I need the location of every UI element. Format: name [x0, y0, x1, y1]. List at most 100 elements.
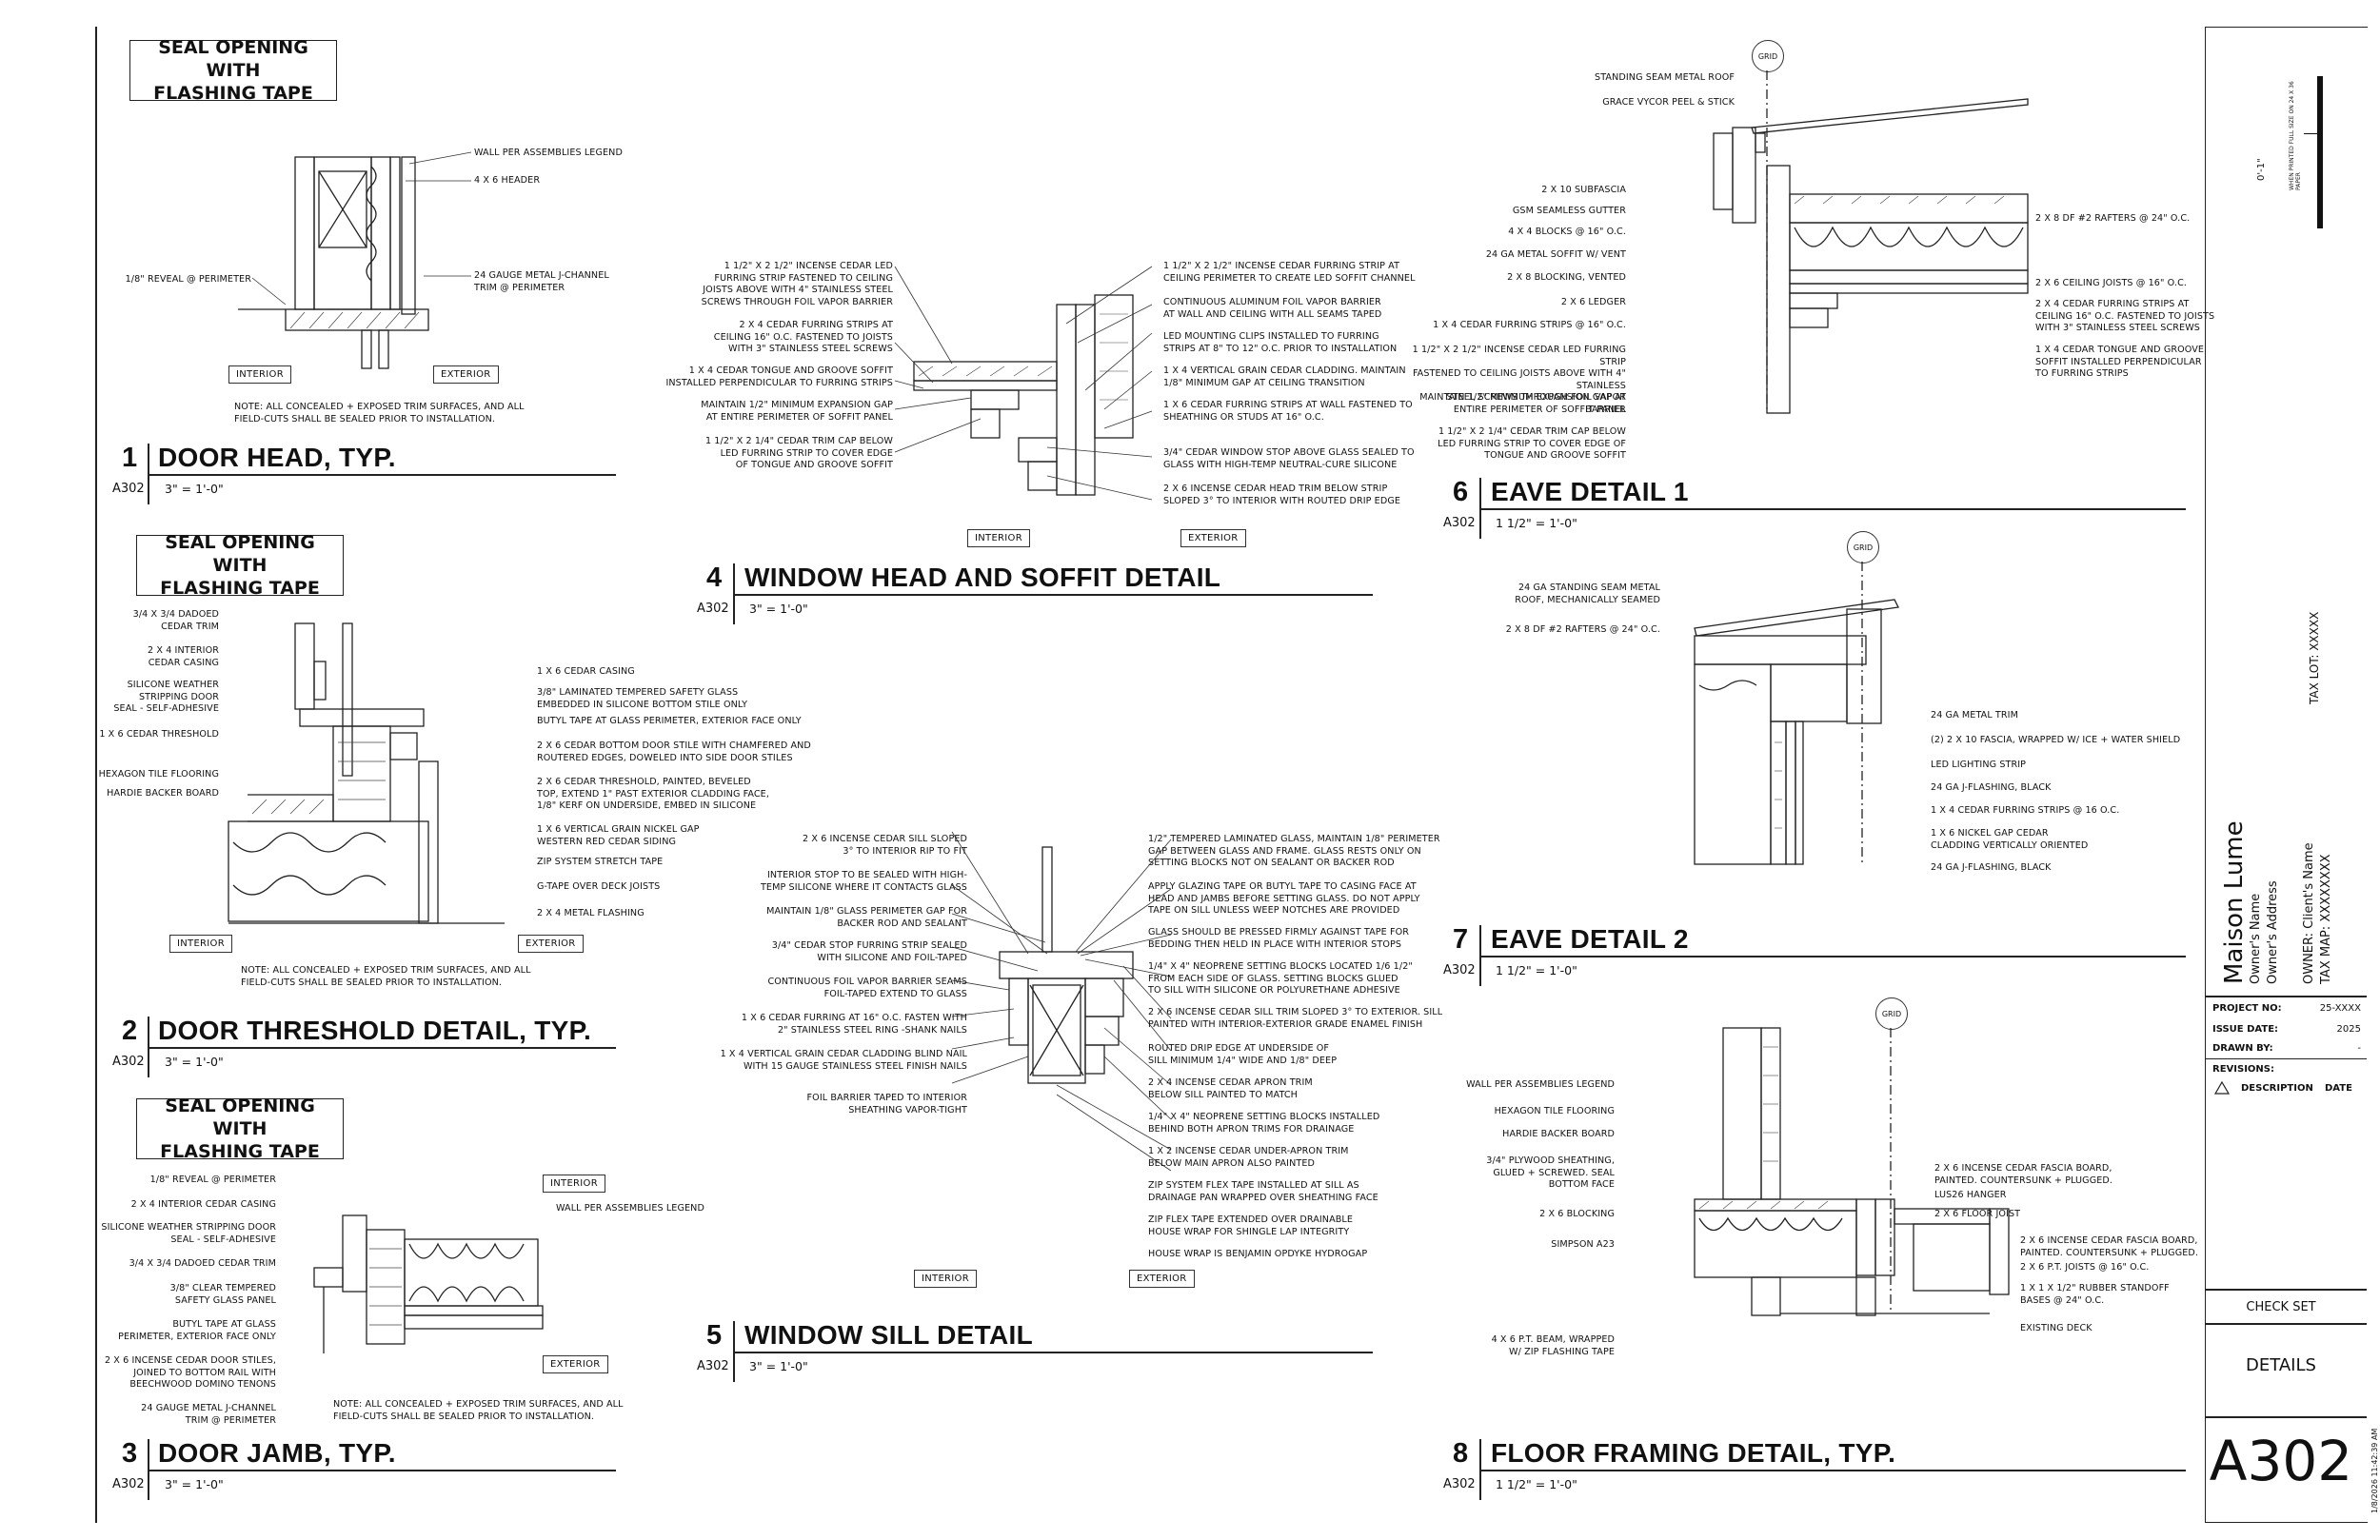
d5-title: WINDOW SILL DETAIL: [744, 1320, 1033, 1350]
scale-note: 0'-1": [2256, 158, 2267, 181]
d1-interior-tag: INTERIOR: [228, 365, 291, 384]
d6-note-l8: 1 x 4 CEDAR FURRING STRIPS @ 16" O.C.: [1433, 320, 1626, 330]
d5-note-l5: 1 x 6 CEDAR FURRING AT 16" O.C. FASTEN W…: [741, 1013, 967, 1036]
d2-scale: 3" = 1'-0": [165, 1055, 224, 1069]
d6-note-l0: STANDING SEAM METAL ROOF: [1595, 72, 1735, 83]
d8-note-r0: 2 x 6 INCENSE CEDAR FASCIA BOARD, PAINTE…: [1934, 1163, 2113, 1186]
d5-note-l3: 3/4" CEDAR STOP FURRING STRIP SEALED WIT…: [771, 940, 967, 963]
d2-exterior-tag: EXTERIOR: [518, 935, 584, 953]
d4-note-l4: 1 1/2" x 2 1/4" CEDAR TRIM CAP BELOW LED…: [704, 436, 893, 470]
seal-opening-callout-3: SEAL OPENING WITH FLASHING TAPE: [136, 1096, 344, 1162]
d6-number: 6: [1453, 477, 1469, 507]
d4-note-r6: 2 x 6 INCENSE CEDAR HEAD TRIM BELOW STRI…: [1163, 484, 1401, 506]
d1-title: DOOR HEAD, TYP.: [158, 443, 396, 472]
door-threshold-drawing: [228, 622, 505, 924]
d6-note-l1: GRACE VYCOR PEEL & STICK: [1602, 97, 1735, 108]
eave-detail-1-drawing: [1713, 70, 2029, 414]
d7-note-r6: 24 GA J-FLASHING, BLACK: [1931, 862, 2052, 873]
d4-sheet-ref: A302: [697, 602, 729, 616]
d2-note-r3: 2 x 6 CEDAR BOTTOM DOOR STILE WITH CHAMF…: [537, 740, 811, 763]
d4-exterior-tag: EXTERIOR: [1180, 529, 1246, 547]
d1-scale: 3" = 1'-0": [165, 482, 224, 496]
d2-note-r5: 1 X 6 VERTICAL GRAIN NICKEL GAP WESTERN …: [537, 824, 700, 847]
d3-note-l1: 2 x 4 INTERIOR CEDAR CASING: [130, 1199, 276, 1210]
d3-note-l5: BUTYL TAPE AT GLASS PERIMETER, EXTERIOR …: [118, 1319, 276, 1342]
d1-note-r0: WALL PER ASSEMBLIES LEGEND: [474, 148, 623, 158]
d5-note-r4: 2 x 6 INCENSE CEDAR SILL TRIM SLOPED 3° …: [1148, 1007, 1443, 1030]
d8-sheet-ref: A302: [1443, 1477, 1476, 1491]
d5-note-r0: 1/2" TEMPERED LAMINATED GLASS, MAINTAIN …: [1148, 834, 1440, 868]
owner-address: Owner's Address: [2266, 880, 2280, 984]
d4-note-l0: 1 1/2" x 2 1/2" INCENSE CEDAR LED FURRIN…: [701, 261, 893, 307]
d5-number: 5: [706, 1320, 723, 1351]
title-block: [2205, 27, 2368, 1523]
d8-note-l4: 2 x 6 BLOCKING: [1539, 1209, 1615, 1219]
d6-note-l4: 4 x 4 BLOCKS @ 16" O.C.: [1508, 227, 1626, 237]
d8-grid-bubble: GRID: [1875, 997, 1908, 1030]
d3-title-line: [148, 1470, 616, 1471]
d4-title-line: [733, 594, 1373, 596]
d5-scale: 3" = 1'-0": [749, 1359, 808, 1373]
d1-note-l0: 1/8" REVEAL @ PERIMETER: [125, 274, 251, 285]
d5-sheet-ref: A302: [697, 1359, 729, 1373]
d8-note-r6: EXISTING DECK: [2020, 1323, 2092, 1333]
d2-note-l1: 2 X 4 INTERIOR CEDAR CASING: [148, 645, 219, 668]
d6-title: EAVE DETAIL 1: [1491, 477, 1689, 506]
revision-date-header: DATE: [2325, 1083, 2352, 1094]
d4-interior-tag: INTERIOR: [967, 529, 1030, 547]
d3-sheet-ref: A302: [112, 1477, 145, 1491]
d5-note-l7: FOIL BARRIER TAPED TO INTERIOR SHEATHING…: [806, 1093, 967, 1116]
d3-note-l0: 1/8" REVEAL @ PERIMETER: [149, 1175, 276, 1185]
print-timestamp: 1/8/2026 11:42:39 AM: [2370, 1428, 2379, 1513]
eave-detail-2-drawing: [1694, 562, 1899, 866]
d7-note-r1: (2) 2 x 10 FASCIA, WRAPPED W/ ICE + WATE…: [1931, 735, 2181, 745]
d2-note-l0: 3/4 x 3/4 DADOED CEDAR TRIM: [132, 609, 219, 632]
d4-scale: 3" = 1'-0": [749, 602, 808, 616]
d8-note-r4: 2 x 6 P.T. JOISTS @ 16" O.C.: [2020, 1262, 2150, 1273]
d4-note-l1: 2 x 4 CEDAR FURRING STRIPS AT CEILING 16…: [713, 320, 893, 354]
print-size-note: WHEN PRINTED FULL SIZE ON 24 X 36 PAPER: [2289, 81, 2302, 190]
seal-opening-callout-1: SEAL OPENING WITH FLASHING TAPE: [129, 37, 337, 104]
d3-note-l3: 3/4 x 3/4 DADOED CEDAR TRIM: [129, 1258, 276, 1269]
d8-note-l5: SIMPSON A23: [1551, 1239, 1615, 1250]
d5-note-r2: GLASS SHOULD BE PRESSED FIRMLY AGAINST T…: [1148, 927, 1410, 950]
scale-bar: [2317, 76, 2323, 228]
project-name: Maison Lume: [2220, 820, 2249, 984]
d8-note-l1: HEXAGON TILE FLOORING: [1494, 1106, 1615, 1116]
d2-note-r8: 2 x 4 METAL FLASHING: [537, 908, 645, 918]
d2-note-r2: BUTYL TAPE AT GLASS PERIMETER, EXTERIOR …: [537, 716, 802, 726]
d4-number: 4: [706, 563, 723, 593]
d2-note-r4: 2 x 6 CEDAR THRESHOLD, PAINTED, BEVELED …: [537, 777, 769, 811]
d3-note-l6: 2 x 6 INCENSE CEDAR DOOR STILES, JOINED …: [104, 1355, 276, 1390]
issue-date-label: ISSUE DATE:: [2212, 1024, 2279, 1035]
d7-note-l1: 2 x 8 DF #2 RAFTERS @ 24" O.C.: [1505, 624, 1660, 635]
d5-exterior-tag: EXTERIOR: [1129, 1270, 1195, 1288]
sheet-number: A302: [2209, 1429, 2353, 1493]
d6-note-r1: 2 x 6 CEILING JOISTS @ 16" O.C.: [2035, 278, 2188, 288]
d8-note-r3: 2 x 6 INCENSE CEDAR FASCIA BOARD, PAINTE…: [2020, 1235, 2199, 1258]
d7-note-r0: 24 GA METAL TRIM: [1931, 710, 2018, 721]
scale-bar-tick: [2304, 133, 2317, 135]
tax-map: TAX MAP: XXXXXXXX: [2319, 854, 2333, 984]
d6-note-l9: 1 1/2" x 2 1/2" INCENSE CEDAR LED FURRIN…: [1412, 345, 1626, 415]
d2-note-r1: 3/8" LAMINATED TEMPERED SAFETY GLASS EMB…: [537, 687, 748, 710]
d8-scale: 1 1/2" = 1'-0": [1496, 1477, 1577, 1491]
d5-note-r3: 1/4" x 4" NEOPRENE SETTING BLOCKS LOCATE…: [1148, 961, 1413, 996]
d7-note-r5: 1 x 6 NICKEL GAP CEDAR CLADDING VERTICAL…: [1931, 828, 2089, 851]
d4-note-r2: LED MOUNTING CLIPS INSTALLED TO FURRING …: [1163, 331, 1398, 354]
tb-divider-2: [2205, 1058, 2367, 1060]
d2-note-l5: HARDIE BACKER BOARD: [107, 788, 219, 799]
d8-note-r2: 2 x 6 FLOOR JOIST: [1934, 1209, 2021, 1219]
d2-general-note: NOTE: ALL CONCEALED + EXPOSED TRIM SURFA…: [241, 965, 531, 988]
d7-number: 7: [1453, 924, 1469, 955]
d5-note-r8: 1 x 2 INCENSE CEDAR UNDER-APRON TRIM BEL…: [1148, 1146, 1349, 1169]
project-no-label: PROJECT NO:: [2212, 1003, 2282, 1014]
d8-title-line: [1479, 1470, 2186, 1471]
door-head-drawing: [238, 151, 472, 369]
d7-title-line: [1479, 956, 2186, 958]
sheet-status: CHECK SET: [2246, 1300, 2316, 1314]
d8-note-l0: WALL PER ASSEMBLIES LEGEND: [1466, 1079, 1615, 1090]
floor-framing-drawing: [1694, 1027, 2010, 1316]
d6-note-r0: 2 x 8 DF #2 RAFTERS @ 24" O.C.: [2035, 213, 2191, 224]
d6-note-l10: MAINTAIN 1/2" MINIMUM EXPANSION GAP AT E…: [1419, 392, 1626, 415]
